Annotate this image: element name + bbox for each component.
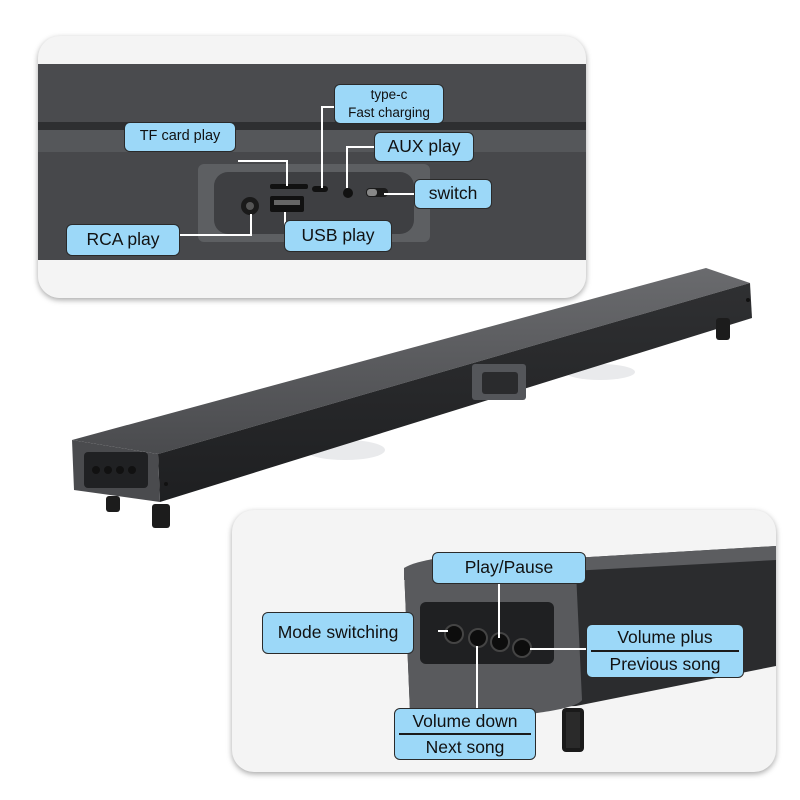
type-c-port [312,186,328,192]
tf-card-slot [270,184,308,189]
volume-down-button [468,628,488,648]
port-plate [214,172,414,234]
label-divider [591,650,739,652]
leader-rca-h [178,234,252,236]
soundbar-top-face [72,268,750,454]
callout-play-pause: Play/Pause [432,552,586,584]
callout-switch: switch [414,179,492,209]
next-song-label: Next song [425,736,505,757]
callout-volume-down: Volume down Next song [394,708,536,760]
button-panel [420,602,554,664]
leader-switch [384,193,416,195]
leader-aux [346,146,348,188]
foot [106,496,120,512]
volume-plus-label: Volume plus [617,627,713,647]
callout-type-c: type-c Fast charging [334,84,444,124]
tf-card-label: TF card play [139,128,221,144]
end-buttons-zoom-panel: Play/Pause Mode switching Volume plus Pr… [232,510,776,772]
callout-rca: RCA play [66,224,180,256]
mode-button [444,624,464,644]
back-ports-zoom-panel: type-c Fast charging TF card play AUX pl… [38,36,586,298]
aux-port [343,188,353,198]
callout-usb: USB play [284,220,392,252]
switch-label: switch [428,183,478,203]
foot [152,504,170,528]
leader-aux-h [346,146,378,148]
leader-volume-down [476,646,478,708]
leader-tf-h [238,160,286,162]
soundbar-front-face [158,283,752,502]
rca-label: RCA play [86,229,160,249]
leader-volume-plus [530,648,586,650]
previous-song-label: Previous song [609,653,721,674]
leader-rca [250,214,252,236]
label-divider [399,733,531,735]
fast-charging-label: Fast charging [348,105,430,120]
aux-label: AUX play [387,136,461,156]
leader-mode [438,630,448,632]
callout-tf-card: TF card play [124,122,236,152]
play-pause-label: Play/Pause [464,557,554,577]
volume-down-label: Volume down [412,711,518,731]
callout-aux: AUX play [374,132,474,162]
callout-volume-plus: Volume plus Previous song [586,624,744,678]
play-pause-button [490,632,510,652]
type-c-label: type-c [370,87,408,102]
leader-play-pause [498,582,500,638]
foot [716,318,730,340]
mode-switching-label: Mode switching [277,622,399,642]
leader-typec-h [321,106,335,108]
usb-label: USB play [301,225,375,245]
callout-mode-switching: Mode switching [262,612,414,654]
back-ports-closeup [38,64,586,298]
leader-typec [321,106,323,188]
leader-tf [286,160,288,186]
volume-plus-button [512,638,532,658]
